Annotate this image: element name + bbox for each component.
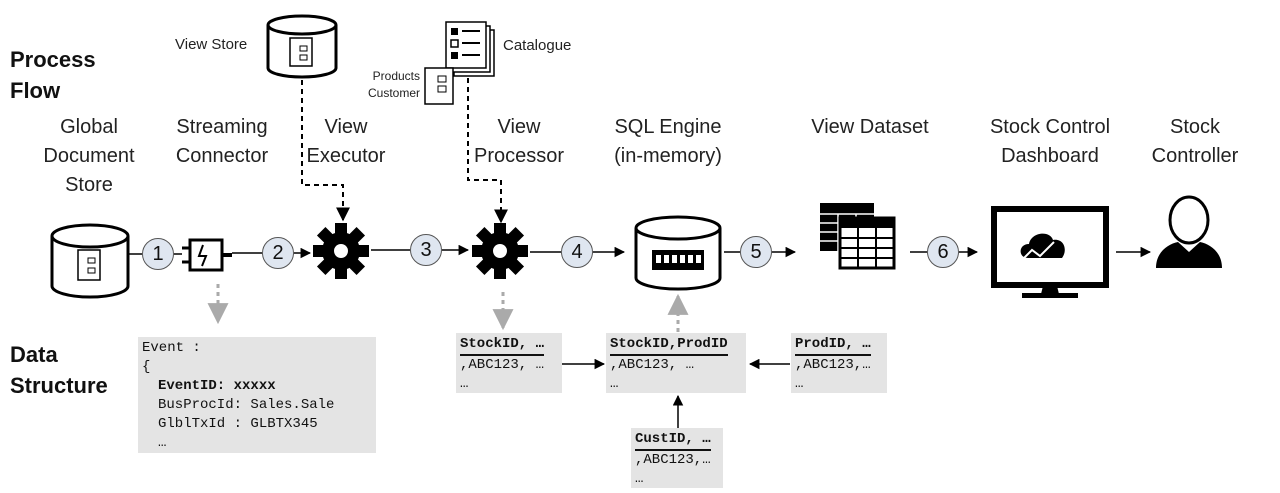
sql-engine-label: SQL Engine (in-memory)	[600, 113, 736, 171]
sql-line2: (in-memory)	[614, 145, 722, 167]
gds-line1: Global	[60, 116, 118, 138]
sql-line1: SQL Engine	[614, 116, 722, 138]
scd-line1: Stock Control	[989, 116, 1111, 138]
scd-line2: Dashboard	[1001, 145, 1099, 167]
catalogue-item-products: Products	[372, 69, 420, 83]
stock-structure-box: StockID, … ,ABC123, … …	[456, 333, 562, 393]
join-box-header: StockID,ProdID	[610, 335, 728, 356]
cust-box-ellipsis: …	[635, 471, 644, 487]
join-box-ellipsis: …	[610, 376, 619, 392]
stock-box-header: StockID, …	[460, 335, 545, 356]
prod-box-header: ProdID, …	[795, 335, 871, 356]
data-structure-label: Data Structure	[10, 339, 108, 401]
cust-box-header: CustID, …	[635, 430, 711, 451]
dashboard-monitor-icon	[991, 206, 1109, 298]
step-4-badge: 4	[561, 236, 593, 268]
global-document-store-icon	[50, 223, 130, 299]
join-structure-box: StockID,ProdID ,ABC123, … …	[606, 333, 746, 393]
process-flow-label: Process Flow	[10, 44, 96, 106]
step-5-badge: 5	[740, 236, 772, 268]
event-line-brace: {	[142, 359, 151, 375]
stock-box-ellipsis: …	[460, 376, 469, 392]
view-processor-label: View Processor	[466, 113, 572, 171]
stock-box-row: ,ABC123, …	[460, 357, 545, 373]
event-id-value: xxxxx	[233, 378, 276, 394]
global-document-store-label: Global Document Store	[37, 113, 141, 200]
ve-line1: View	[324, 116, 368, 138]
vd-line1: View Dataset	[811, 116, 929, 138]
gds-line2: Document	[43, 145, 135, 167]
view-processor-gear-icon	[472, 223, 528, 279]
process-flow-label-line2: Flow	[10, 78, 61, 103]
cust-box-row: ,ABC123,…	[635, 452, 711, 468]
step-1-badge: 1	[142, 238, 174, 270]
prod-structure-box: ProdID, … ,ABC123,… …	[791, 333, 887, 393]
stock-controller-label: Stock Controller	[1138, 113, 1252, 171]
view-dataset-label: View Dataset	[795, 113, 945, 142]
catalogue-item-customer: Customer	[367, 86, 420, 100]
catalogue-dashed-arrow	[467, 78, 508, 224]
ve-line2: Executor	[306, 145, 386, 167]
step-2-badge: 2	[262, 237, 294, 269]
view-store-label: View Store	[175, 36, 248, 53]
catalogue-label: Catalogue	[503, 37, 572, 54]
sc-line1: Streaming	[176, 116, 268, 138]
sc-line2: Connector	[175, 145, 269, 167]
stock-controller-person-icon	[1156, 195, 1222, 268]
prod-box-row: ,ABC123,…	[795, 357, 871, 373]
event-busproc-line: BusProcId: Sales.Sale	[158, 397, 335, 413]
event-line-title: Event :	[142, 340, 201, 356]
cust-structure-box: CustID, … ,ABC123,… …	[631, 428, 723, 488]
gds-line3: Store	[65, 174, 113, 196]
join-box-row: ,ABC123, …	[610, 357, 695, 373]
event-id-label: EventID:	[158, 378, 226, 394]
prod-box-ellipsis: …	[795, 376, 804, 392]
view-store-icon	[266, 14, 338, 79]
stock-control-dashboard-label: Stock Control Dashboard	[988, 113, 1112, 171]
view-store-dashed-arrow	[301, 80, 350, 222]
products-customer-doc-icon	[424, 67, 454, 105]
plug-icon	[182, 238, 232, 272]
view-dataset-icon	[820, 203, 896, 270]
scr-line2: Controller	[1151, 145, 1239, 167]
catalogue-items-label: Products Customer	[362, 68, 420, 102]
view-executor-gear-icon	[313, 223, 369, 279]
view-executor-label: View Executor	[296, 113, 396, 171]
event-structure-box: Event : { EventID: xxxxx BusProcId: Sale…	[138, 337, 376, 453]
sql-engine-icon	[634, 215, 722, 291]
vp-line1: View	[497, 116, 541, 138]
catalogue-icon	[445, 21, 495, 77]
data-structure-label-line1: Data	[10, 342, 58, 367]
event-id-line: EventID: xxxxx	[142, 377, 372, 396]
step-3-badge: 3	[410, 234, 442, 266]
event-glbltx-line: GlblTxId : GLBTX345	[158, 416, 318, 432]
scr-line1: Stock	[1169, 116, 1221, 138]
vp-line2: Processor	[473, 145, 565, 167]
data-structure-label-line2: Structure	[10, 373, 108, 398]
process-flow-label-line1: Process	[10, 47, 96, 72]
streaming-connector-label: Streaming Connector	[166, 113, 278, 171]
event-ellipsis: …	[158, 435, 167, 451]
step-6-badge: 6	[927, 236, 959, 268]
